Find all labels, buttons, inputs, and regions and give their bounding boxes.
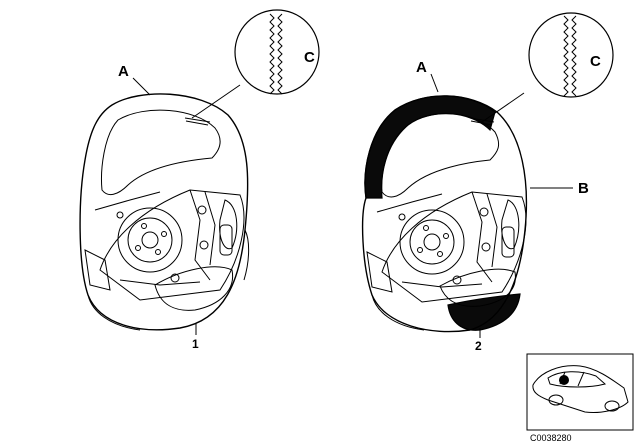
- callout-c-2: C: [590, 53, 601, 70]
- leader-c-2: [481, 92, 525, 123]
- callout-b-2: B: [578, 180, 589, 197]
- callout-c-1: C: [304, 49, 315, 66]
- callout-a-1: A: [118, 63, 129, 80]
- leader-a-2: [430, 73, 439, 93]
- dark-leather-bottom: [447, 293, 521, 331]
- item-number-1: 1: [192, 337, 199, 351]
- steering-wheel-2: [361, 95, 528, 333]
- car-location-thumbnail: C0038280: [526, 353, 634, 443]
- stitch-detail-circle-1: [234, 9, 320, 95]
- callout-a-2: A: [416, 59, 427, 76]
- dark-leather-top: [364, 95, 496, 199]
- thumbnail-code: C0038280: [530, 433, 572, 443]
- stitch-detail-circle-2: [528, 12, 614, 98]
- leader-c-1: [191, 84, 241, 119]
- steering-wheel-1: [79, 93, 250, 331]
- item-number-2: 2: [475, 339, 482, 353]
- leader-a-1: [132, 77, 151, 96]
